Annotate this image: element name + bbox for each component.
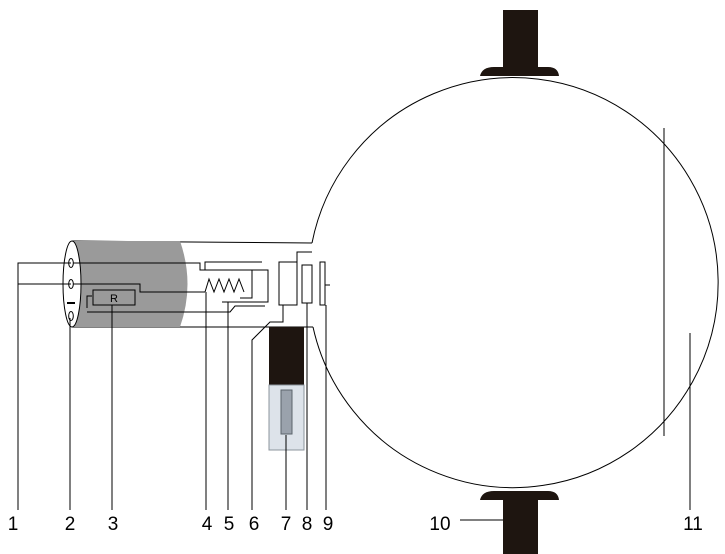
electrode-holder [268, 327, 305, 451]
electrode-anode-b [301, 264, 313, 304]
label-1: 1 [8, 514, 19, 535]
leader-lines [17, 262, 691, 521]
glass-rod-core [280, 389, 293, 435]
label-4: 4 [202, 514, 213, 535]
label-6: 6 [249, 514, 260, 535]
label-2: 2 [65, 514, 76, 535]
label-8: 8 [302, 514, 313, 535]
cathode-bracket [240, 269, 253, 299]
heater-filament [204, 277, 245, 294]
pin-bottom [68, 311, 74, 321]
label-11: 11 [683, 514, 703, 535]
label-7: 7 [281, 514, 292, 535]
top-holder [480, 10, 559, 76]
resistor-label: R [110, 293, 118, 305]
electrode-deflector [319, 261, 326, 306]
label-3: 3 [108, 514, 119, 535]
label-9: 9 [323, 514, 334, 535]
glass-bulb [311, 77, 719, 489]
bottom-holder [480, 491, 559, 554]
resistor: R [86, 289, 136, 308]
label-10: 10 [429, 514, 450, 535]
label-5: 5 [224, 514, 235, 535]
electrode-anode-a [278, 261, 298, 306]
number-labels: 1 2 3 4 5 6 7 8 9 10 11 [8, 514, 703, 535]
internal-wiring [73, 261, 269, 313]
